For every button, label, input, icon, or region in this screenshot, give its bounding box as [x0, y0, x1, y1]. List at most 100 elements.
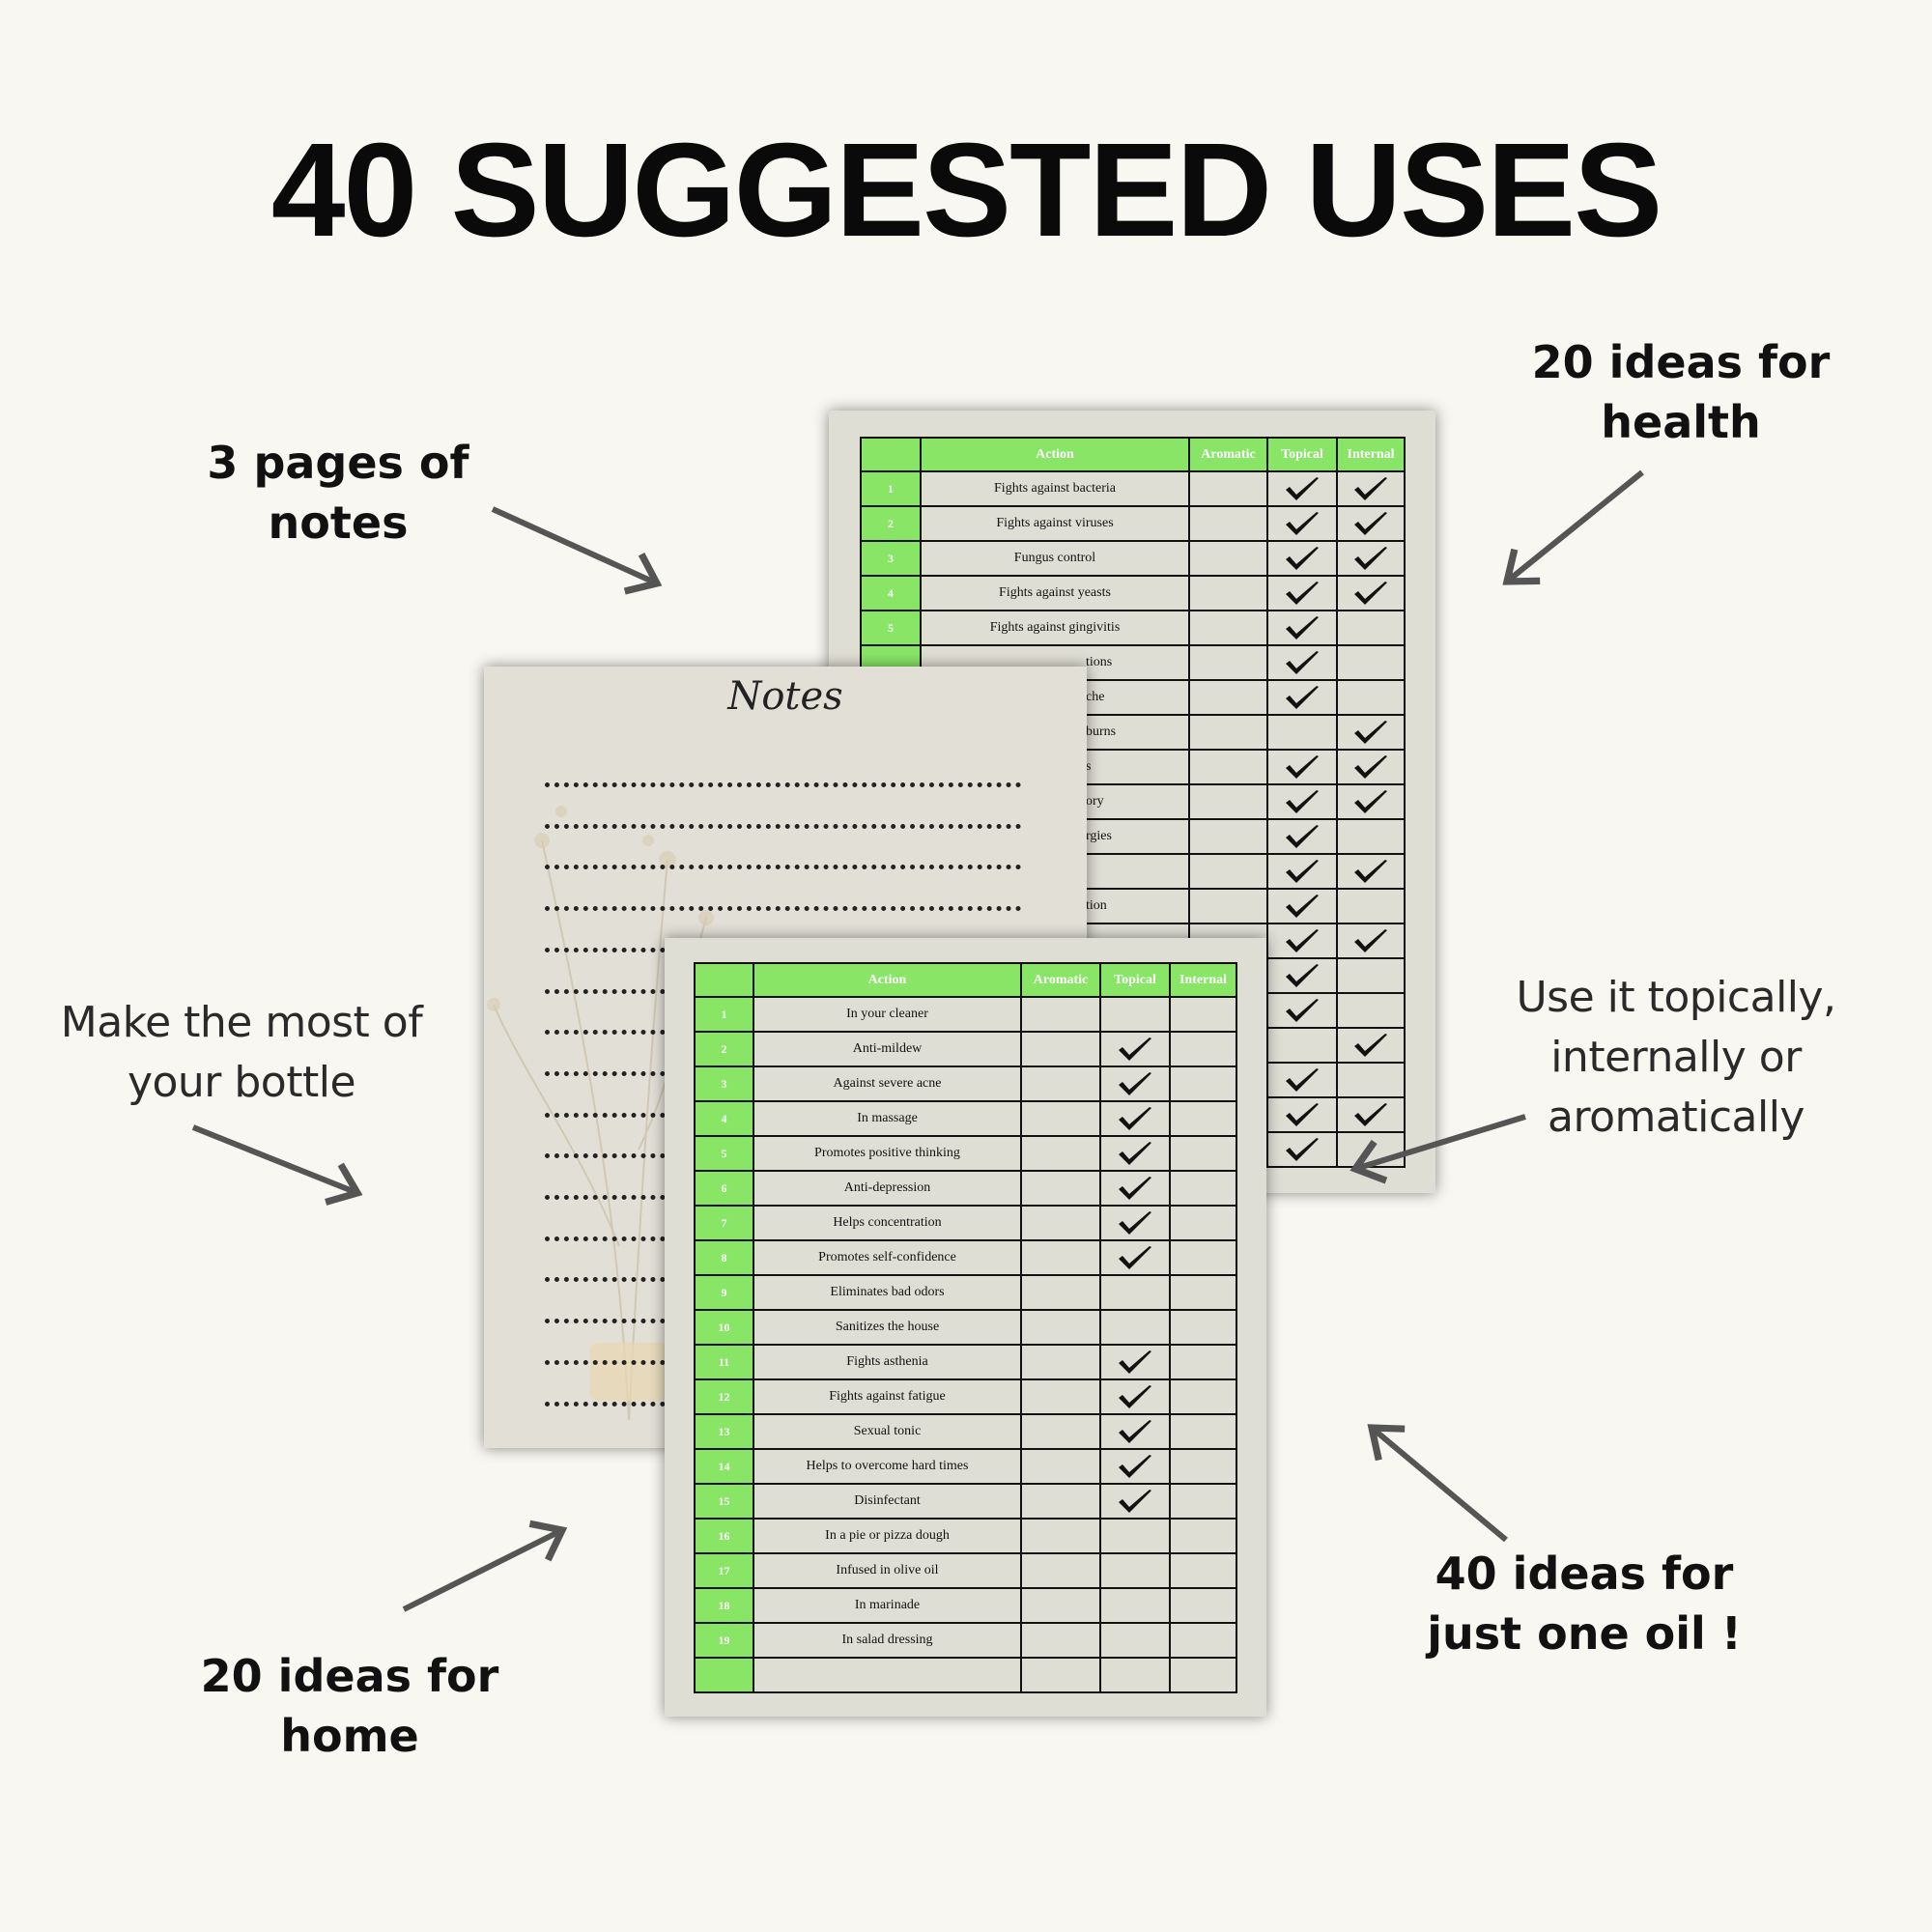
- cell-aromatic: [1020, 1205, 1101, 1241]
- check-icon: [1119, 1385, 1151, 1408]
- header-action: Action: [920, 437, 1190, 472]
- headline: 40 SUGGESTED USES: [270, 116, 1662, 265]
- row-action: Fights against fatigue: [753, 1378, 1022, 1415]
- callout-bottle-line2: your bottle: [127, 1058, 356, 1107]
- check-icon: [1354, 512, 1387, 535]
- row-action: Fights against bacteria: [920, 470, 1190, 507]
- row-action: Against severe acne: [753, 1065, 1022, 1102]
- check-icon: [1286, 616, 1319, 639]
- row-action: In salad dressing: [753, 1622, 1022, 1659]
- cell-topical: [1099, 996, 1171, 1033]
- row-number: 10: [694, 1309, 754, 1346]
- cell-aromatic: [1020, 1552, 1101, 1589]
- cell-internal: [1169, 1135, 1237, 1172]
- cell-topical: [1266, 783, 1338, 820]
- callout-use-line1: Use it topically,: [1516, 973, 1836, 1022]
- check-icon: [1119, 1211, 1151, 1235]
- cell-topical: [1266, 818, 1338, 855]
- cell-topical: [1266, 644, 1338, 681]
- cell-topical: [1099, 1344, 1171, 1380]
- cell-topical: [1099, 1622, 1171, 1659]
- notes-dotted-line: [545, 865, 1021, 870]
- check-icon: [1286, 755, 1319, 779]
- check-icon: [1286, 999, 1319, 1022]
- check-icon: [1286, 1068, 1319, 1092]
- cell-aromatic: [1188, 505, 1268, 542]
- cell-internal: [1169, 1274, 1237, 1311]
- callout-home-line1: 20 ideas for: [200, 1650, 499, 1702]
- cell-aromatic: [1020, 1518, 1101, 1554]
- check-icon: [1286, 929, 1319, 952]
- check-icon: [1286, 547, 1319, 570]
- row-number: 2: [694, 1031, 754, 1067]
- cell-internal: [1336, 505, 1406, 542]
- cell-internal: [1169, 1205, 1237, 1241]
- row-number: 1: [860, 470, 922, 507]
- check-icon: [1354, 860, 1387, 883]
- cell-internal: [1336, 714, 1406, 751]
- check-icon: [1286, 895, 1319, 918]
- cell-aromatic: [1020, 1657, 1101, 1693]
- cell-aromatic: [1020, 1483, 1101, 1520]
- row-number: 3: [860, 540, 922, 577]
- row-action: Eliminates bad odors: [753, 1274, 1022, 1311]
- check-icon: [1119, 1107, 1151, 1130]
- cell-topical: [1099, 1309, 1171, 1346]
- cell-internal: [1169, 1448, 1237, 1485]
- cell-aromatic: [1188, 888, 1268, 924]
- cell-internal: [1169, 1518, 1237, 1554]
- row-action: Anti-depression: [753, 1170, 1022, 1207]
- cell-topical: [1266, 923, 1338, 959]
- cell-aromatic: [1188, 644, 1268, 681]
- cell-internal: [1169, 1378, 1237, 1415]
- cell-internal: [1336, 470, 1406, 507]
- row-number: 19: [694, 1622, 754, 1659]
- cell-topical: [1099, 1448, 1171, 1485]
- cell-internal: [1336, 575, 1406, 611]
- callout-oil: 40 ideas for just one oil !: [1372, 1544, 1797, 1663]
- cell-aromatic: [1020, 1413, 1101, 1450]
- cell-aromatic: [1020, 1100, 1101, 1137]
- cell-aromatic: [1020, 1344, 1101, 1380]
- arrow-icon: [402, 1520, 568, 1612]
- cell-aromatic: [1020, 1135, 1101, 1172]
- cell-aromatic: [1020, 1065, 1101, 1102]
- notes-dotted-line: [545, 906, 1021, 912]
- cell-internal: [1336, 923, 1406, 959]
- row-action: Disinfectant: [753, 1483, 1022, 1520]
- cell-topical: [1266, 749, 1338, 785]
- row-number: 1: [694, 996, 754, 1033]
- cell-topical: [1099, 1518, 1171, 1554]
- cell-internal: [1169, 1239, 1237, 1276]
- cell-internal: [1169, 1170, 1237, 1207]
- callout-oil-line2: just one oil !: [1427, 1607, 1742, 1660]
- row-action: Sanitizes the house: [753, 1309, 1022, 1346]
- check-icon: [1286, 651, 1319, 674]
- cell-topical: [1099, 1100, 1171, 1137]
- check-icon: [1354, 755, 1387, 779]
- callout-use-line3: aromatically: [1548, 1093, 1804, 1142]
- row-action: Fights asthenia: [753, 1344, 1022, 1380]
- table-row: [694, 1657, 1237, 1693]
- cell-aromatic: [1020, 1031, 1101, 1067]
- row-number: 15: [694, 1483, 754, 1520]
- check-icon: [1286, 512, 1319, 535]
- notes-dotted-line: [545, 782, 1021, 787]
- row-action: Fights against yeasts: [920, 575, 1190, 611]
- cell-internal: [1169, 1587, 1237, 1624]
- check-icon: [1119, 1072, 1151, 1095]
- check-icon: [1354, 477, 1387, 500]
- cell-topical: [1099, 1239, 1171, 1276]
- cell-topical: [1266, 540, 1338, 577]
- check-icon: [1119, 1455, 1151, 1478]
- row-number: 8: [694, 1239, 754, 1276]
